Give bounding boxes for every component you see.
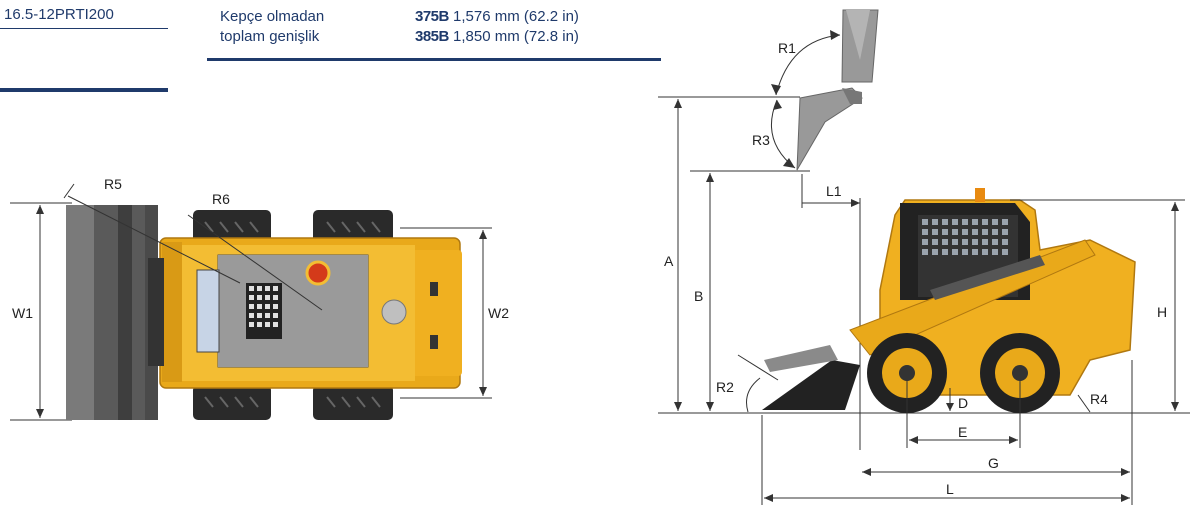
d-dimension-label: D bbox=[958, 395, 968, 411]
r2-label: R2 bbox=[716, 379, 734, 395]
r5-label: R5 bbox=[104, 176, 122, 192]
tire-spec: 16.5-12PRTI200 bbox=[0, 4, 168, 29]
width-spec-label-line2: toplam genişlik bbox=[220, 28, 320, 45]
model-name: 375B bbox=[415, 8, 449, 25]
width-spec-values: 375B 1,576 mm (62.2 in) 385B 1,850 mm (7… bbox=[415, 7, 579, 47]
r6-label: R6 bbox=[212, 191, 230, 207]
r3-label: R3 bbox=[752, 132, 770, 148]
front-wheel bbox=[867, 333, 947, 413]
side-view-diagram: R1 R3 A B L1 bbox=[658, 9, 1190, 505]
a-dimension-label: A bbox=[664, 253, 674, 269]
r1-label: R1 bbox=[778, 40, 796, 56]
width-spec-label-line1: Kepçe olmadan bbox=[220, 8, 325, 25]
model-name: 385B bbox=[415, 28, 449, 45]
l1-label: L1 bbox=[826, 183, 842, 199]
width-spec-row: 385B 1,850 mm (72.8 in) bbox=[415, 27, 579, 47]
w2-label: W2 bbox=[488, 305, 509, 321]
l-dimension-label: L bbox=[946, 481, 954, 497]
h-dimension-label: H bbox=[1157, 304, 1167, 320]
e-dimension-label: E bbox=[958, 424, 967, 440]
model-width-value: 1,850 mm (72.8 in) bbox=[453, 28, 579, 45]
rear-wheel bbox=[980, 333, 1060, 413]
top-view-diagram: W1 bbox=[10, 176, 509, 421]
b-dimension-label: B bbox=[694, 288, 703, 304]
section-divider bbox=[0, 88, 168, 92]
width-spec-row: 375B 1,576 mm (62.2 in) bbox=[415, 7, 579, 27]
width-spec-block: Kepçe olmadan toplam genişlik 375B 1,576… bbox=[207, 5, 661, 61]
model-width-value: 1,576 mm (62.2 in) bbox=[453, 8, 579, 25]
r4-label: R4 bbox=[1090, 391, 1108, 407]
w1-label: W1 bbox=[12, 305, 33, 321]
width-spec-label: Kepçe olmadan toplam genişlik bbox=[220, 7, 324, 47]
tire bbox=[193, 210, 393, 420]
g-dimension-label: G bbox=[988, 455, 999, 471]
